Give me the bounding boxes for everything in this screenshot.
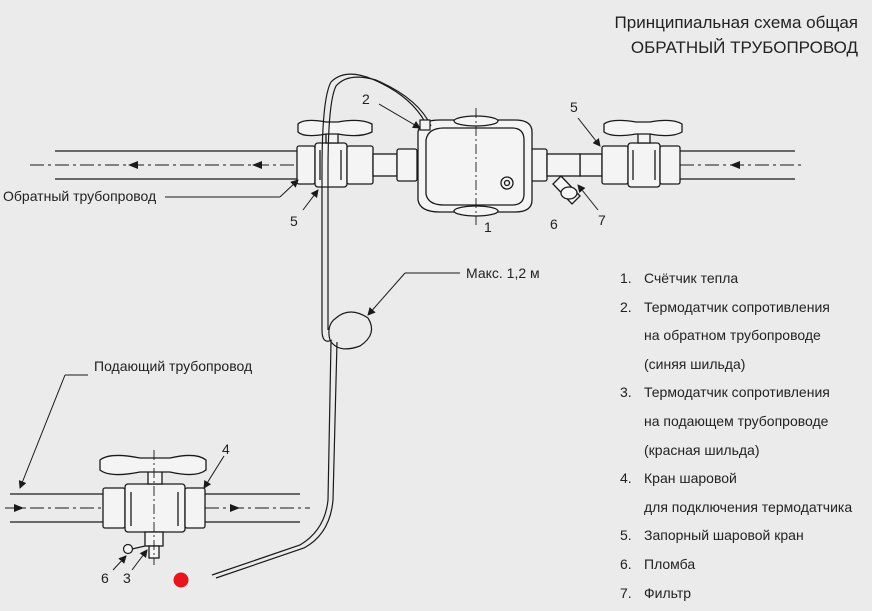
filter	[552, 175, 581, 205]
callout-4: 4	[222, 441, 230, 457]
legend-item-3-line-3: (красная шильда)	[644, 441, 760, 458]
legend: 1.Счётчик тепла 2.Термодатчик сопротивле…	[620, 268, 852, 611]
leader-lines	[18, 103, 601, 571]
legend-item-4-line-2: для подключения термодатчика	[644, 498, 853, 515]
shutoff-valve-right	[579, 119, 683, 188]
heat-meter	[396, 115, 581, 217]
callout-2: 2	[362, 91, 370, 107]
label-return-pipe: Обратный трубопровод	[3, 188, 156, 204]
legend-item-2: 2.Термодатчик сопротивления	[620, 298, 830, 315]
label-max-length: Макс. 1,2 м	[466, 265, 540, 281]
callout-7: 7	[598, 212, 606, 228]
callout-6-bottom: 6	[101, 570, 109, 586]
title-line-1: Принципиальная схема общая	[614, 13, 858, 32]
return-sensor-cable	[211, 73, 432, 579]
seal-supply	[122, 543, 146, 555]
seal-dot	[173, 572, 189, 588]
flow-arrows-supply	[14, 504, 240, 512]
legend-item-4: 4.Кран шаровой	[620, 470, 737, 487]
callout-1: 1	[484, 219, 492, 235]
legend-item-1: 1.Счётчик тепла	[620, 270, 739, 286]
legend-item-2-line-2: на обратном трубопроводе	[644, 327, 821, 344]
callout-6-top: 6	[550, 216, 558, 232]
title-line-2: ОБРАТНЫЙ ТРУБОПРОВОД	[630, 38, 858, 57]
callout-5-right: 5	[570, 99, 578, 115]
callout-5-left: 5	[290, 213, 298, 229]
ball-valve-sensor	[99, 454, 207, 559]
legend-item-2-line-3: (синяя шильда)	[644, 355, 746, 372]
legend-item-7: 7.Фильтр	[620, 584, 692, 601]
legend-item-5: 5.Запорный шаровой кран	[620, 527, 804, 544]
label-supply-pipe: Подающий трубопровод	[94, 358, 252, 374]
callout-3: 3	[123, 570, 131, 586]
flow-arrows-return	[128, 161, 740, 169]
legend-item-3-line-2: на подающем трубопроводе	[644, 412, 829, 429]
shutoff-valve-left	[296, 119, 398, 188]
legend-item-3: 3.Термодатчик сопротивления	[620, 384, 830, 401]
legend-item-6: 6.Пломба	[620, 555, 696, 572]
